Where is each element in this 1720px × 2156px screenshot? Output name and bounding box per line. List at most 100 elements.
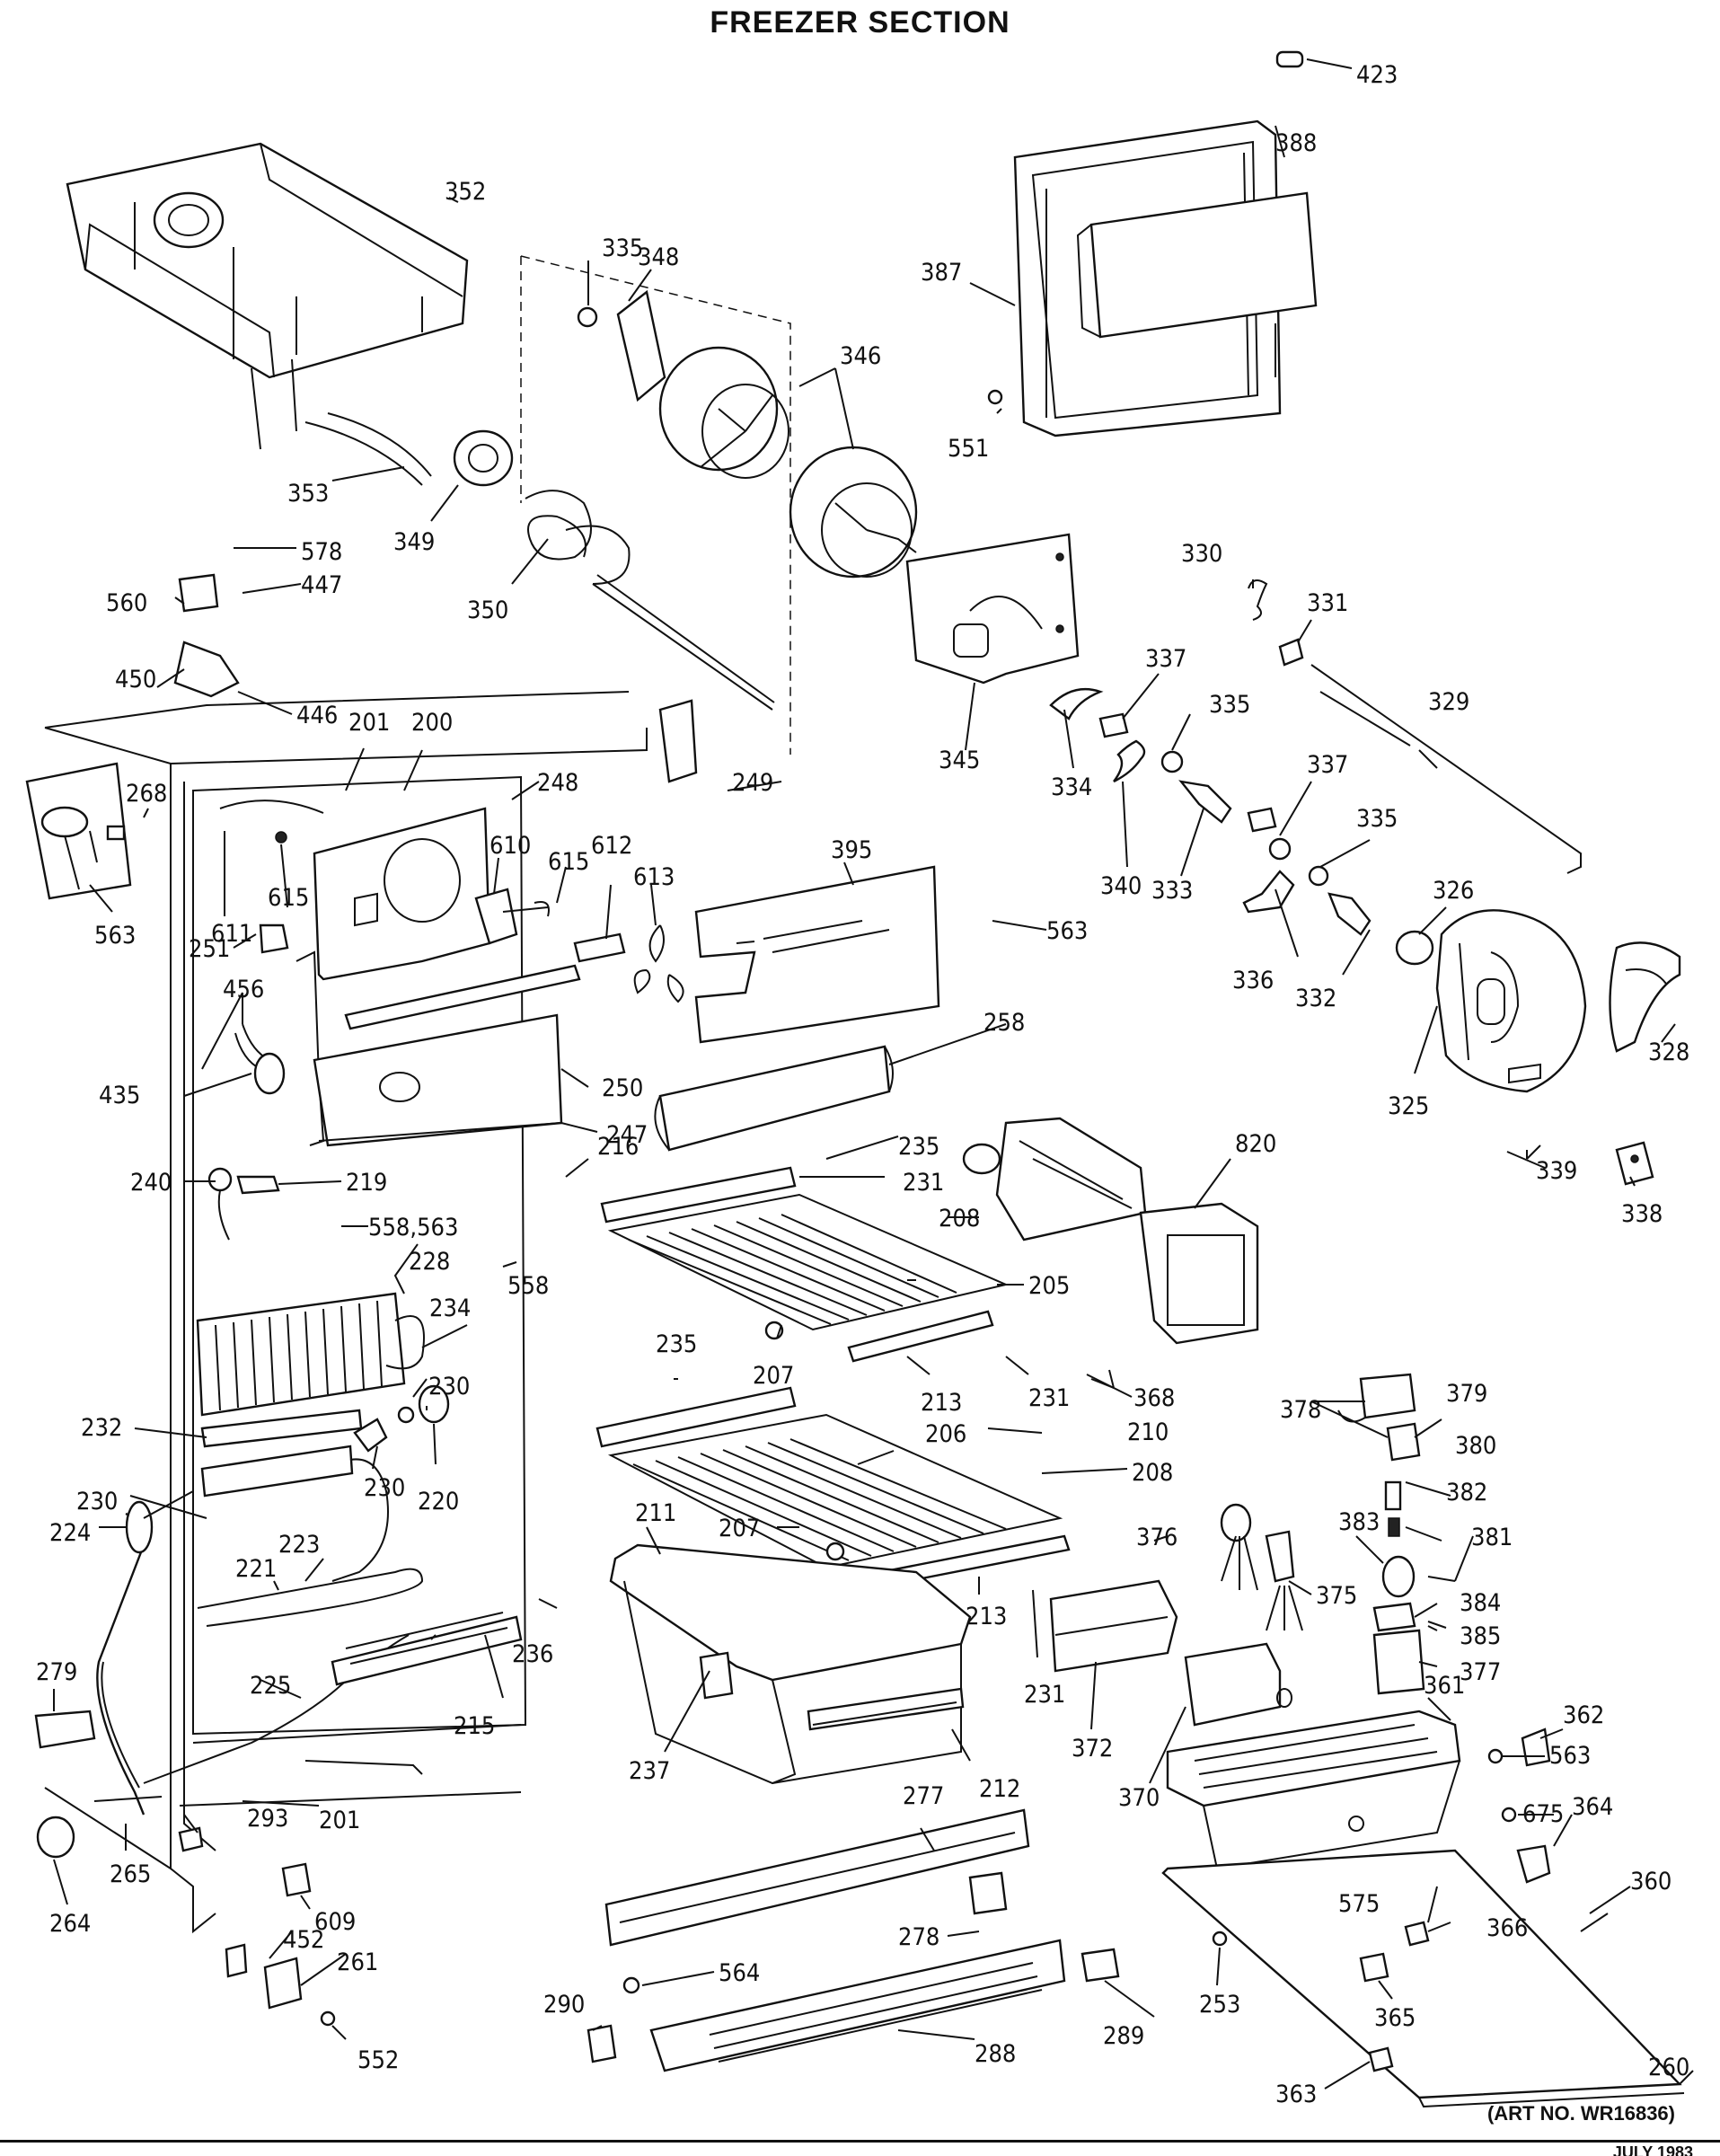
callout-265: 265 [110,1860,151,1888]
callout-564: 564 [719,1959,760,1987]
callout-362: 362 [1563,1701,1604,1729]
callout-215: 215 [454,1712,495,1740]
callout-213-low: 213 [966,1603,1007,1630]
callout-552: 552 [357,2046,399,2074]
callout-201-low: 201 [319,1807,360,1834]
callout-339: 339 [1536,1157,1577,1185]
right-small-parts-drawing [1212,1727,1551,2072]
callout-333: 333 [1151,877,1193,905]
callout-385: 385 [1460,1622,1501,1650]
callout-200: 200 [411,709,453,737]
ice-maker-drawing [962,1117,1259,1345]
callout-346: 346 [840,342,881,370]
callout-labels: 423 388 387 551 352 335 348 346 353 349 … [36,61,1689,2108]
callout-360: 360 [1630,1868,1671,1895]
callout-240: 240 [130,1169,172,1197]
callout-447: 447 [301,571,342,599]
callout-334: 334 [1051,773,1092,801]
callout-212: 212 [979,1775,1020,1803]
callout-372: 372 [1072,1735,1113,1763]
callout-387: 387 [921,259,962,287]
callout-231-mid: 231 [1028,1384,1070,1412]
ice-bucket-drawing [66,142,469,486]
callout-612: 612 [591,832,632,860]
callout-368: 368 [1133,1384,1175,1412]
callout-370: 370 [1118,1784,1160,1812]
callout-289: 289 [1103,2022,1144,2050]
callout-558-563: 558,563 [368,1214,458,1241]
callout-551: 551 [948,435,989,463]
callout-279: 279 [36,1658,77,1686]
motor-bracket-drawing [905,533,1080,685]
fan-blade-drawing [573,924,684,1003]
callout-231-low: 231 [1024,1681,1065,1709]
callout-230-left: 230 [76,1488,118,1515]
callout-207-low: 207 [719,1515,760,1542]
callout-208-low: 208 [1132,1459,1173,1487]
callout-382: 382 [1446,1479,1487,1507]
leader-lines [53,58,1694,2090]
callout-230-mid: 230 [364,1474,405,1502]
callout-329: 329 [1428,688,1469,716]
callout-219: 219 [346,1169,387,1197]
callout-375: 375 [1316,1582,1357,1610]
callout-235-top: 235 [898,1133,939,1161]
callout-328: 328 [1648,1038,1689,1066]
callout-348: 348 [638,243,679,271]
callout-383: 383 [1338,1508,1380,1536]
callout-290: 290 [543,1991,585,2019]
callout-380: 380 [1455,1432,1496,1460]
callout-423: 423 [1356,61,1398,89]
left-small-parts-drawing [25,573,698,2027]
callout-335-low: 335 [1356,805,1398,833]
callout-381: 381 [1471,1524,1513,1551]
callout-558: 558 [507,1272,549,1300]
callout-228: 228 [409,1248,450,1276]
freezer-bin-drawing [609,1543,972,1785]
callout-293: 293 [247,1805,288,1833]
callout-251: 251 [189,935,230,963]
callout-435: 435 [99,1082,140,1109]
callout-206: 206 [925,1420,966,1448]
callout-379: 379 [1446,1380,1487,1408]
fan-shroud-drawing [219,800,581,1147]
callout-225: 225 [250,1672,291,1700]
page-title: FREEZER SECTION [710,5,1010,40]
callout-207-top: 207 [753,1362,794,1390]
callout-335-mid: 335 [1209,691,1250,719]
callout-205: 205 [1028,1272,1070,1300]
callout-364: 364 [1572,1793,1613,1821]
callout-213-top: 213 [921,1389,962,1417]
callout-563-left: 563 [94,922,136,950]
callout-248: 248 [537,769,578,797]
callout-563-right: 563 [1046,917,1088,945]
linkage-parts-drawing [1049,579,1582,936]
callout-376: 376 [1136,1524,1178,1551]
callout-224: 224 [49,1519,91,1547]
callout-388: 388 [1275,129,1317,157]
callout-384: 384 [1460,1589,1501,1617]
callout-260: 260 [1648,2054,1689,2081]
callout-613: 613 [633,863,675,891]
callout-365: 365 [1374,2004,1416,2032]
callout-377: 377 [1460,1658,1501,1686]
callout-208-top: 208 [939,1205,980,1233]
callout-332: 332 [1295,985,1336,1012]
callout-277: 277 [903,1782,944,1810]
callout-350: 350 [467,596,508,624]
callout-326: 326 [1433,877,1474,905]
callout-335-top: 335 [602,234,643,262]
callout-352: 352 [445,178,486,206]
callout-237: 237 [629,1757,670,1785]
callout-250: 250 [602,1074,643,1102]
callout-575: 575 [1338,1890,1380,1918]
footer-date: JULY 1983 [1612,2143,1693,2156]
art-number: (ART NO. WR16836) [1486,2102,1675,2125]
callout-337-mid: 337 [1307,751,1348,779]
callout-234: 234 [429,1294,471,1322]
callout-675: 675 [1522,1800,1564,1828]
callout-258: 258 [983,1009,1025,1037]
callout-450: 450 [115,666,156,694]
callout-363: 363 [1275,2081,1317,2108]
